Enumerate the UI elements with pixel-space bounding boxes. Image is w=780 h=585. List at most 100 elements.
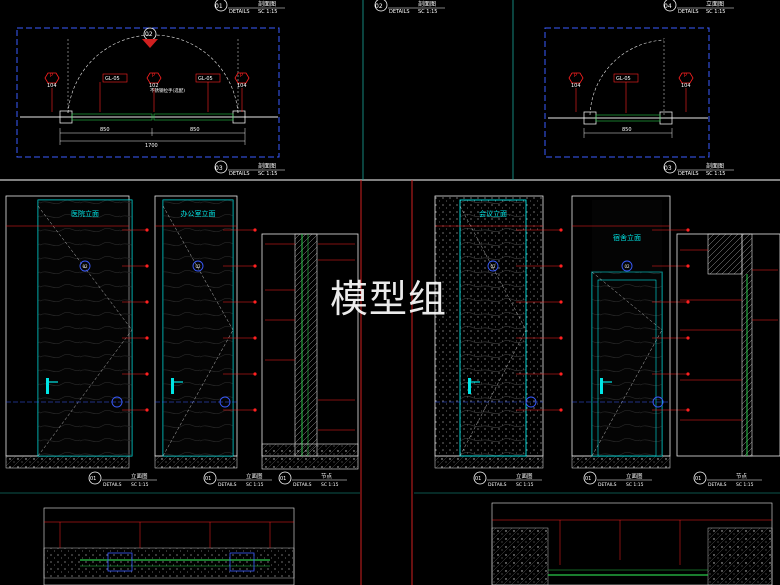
detail-scale: SC 1:15 <box>246 482 264 488</box>
svg-text:104: 104 <box>681 83 691 89</box>
detail-scale: SC 1:15 <box>736 482 754 488</box>
svg-text:102: 102 <box>149 83 159 89</box>
detail-number: 01 <box>585 476 591 482</box>
section-callout <box>192 260 204 272</box>
detail-number: 04 <box>664 3 672 10</box>
detail-title-01: 01 DETAILS SC 1:15 剖面图 <box>214 0 285 15</box>
section-callout <box>487 260 499 272</box>
detail-label: DETAILS <box>218 482 237 488</box>
callout-number: 02 <box>490 264 496 269</box>
svg-text:P: P <box>684 73 687 79</box>
material-tag: P 104 <box>234 72 250 112</box>
svg-text:P: P <box>50 73 53 79</box>
dimension: 1700 <box>145 143 158 149</box>
detail-scale: SC 1:15 <box>516 482 534 488</box>
detail-title-04: 04 DETAILS SC 1:15 立面图 <box>663 0 734 15</box>
svg-text:SC 1:15: SC 1:15 <box>706 171 725 177</box>
material-tag: P 104 <box>44 72 60 112</box>
detail-title: 剖面图 <box>418 0 436 8</box>
dimension: 850 <box>622 127 632 133</box>
detail-label: DETAILS <box>488 482 507 488</box>
elevation-panel: 会议立面 02 <box>434 195 563 469</box>
glass-label: GL-05 <box>616 76 631 82</box>
detail-number: 01 <box>215 3 223 10</box>
detail-scale: SC 1:15 <box>418 9 437 15</box>
door-leaf <box>162 199 234 457</box>
callout-number: 02 <box>195 264 201 269</box>
section-callout <box>621 260 633 272</box>
svg-text:104: 104 <box>571 83 581 89</box>
elevation-title: 会议立面 <box>479 209 507 218</box>
section-leaders <box>265 243 355 431</box>
detail-label: DETAILS <box>708 482 727 488</box>
section-detail-right <box>676 233 780 457</box>
bottom-section-right <box>491 502 773 585</box>
detail-label: DETAILS <box>389 9 410 15</box>
elevation-title: 宿舍立面 <box>613 233 641 242</box>
detail-title-text: 立面图 <box>246 472 263 480</box>
detail-title-text: 节点 <box>736 472 748 480</box>
callout-number: 02 <box>82 264 88 269</box>
detail-number: 01 <box>205 476 211 482</box>
material-tag: P 104 <box>678 72 694 112</box>
detail-number: 01 <box>280 476 286 482</box>
section-leaders <box>680 249 778 421</box>
detail-title-text: 立面图 <box>626 472 643 480</box>
handle-note: 不锈钢拉手(选配) <box>150 87 185 94</box>
detail-scale: SC 1:15 <box>321 482 339 488</box>
detail-scale: SC 1:15 <box>131 482 149 488</box>
detail-title: 立面图 <box>706 0 724 8</box>
bottom-section-left <box>43 507 295 585</box>
detail-title-03: 03 DETAILS SC 1:15 剖面图 <box>214 160 285 177</box>
plan-view-right: P 104 P 104 GL-05 850 03 DETAILS SC 1:15… <box>544 27 734 177</box>
svg-text:剖面图: 剖面图 <box>706 162 724 170</box>
detail-title-text: 立面图 <box>131 472 148 480</box>
svg-text:剖面图: 剖面图 <box>258 162 276 170</box>
detail-number: 02 <box>375 3 383 10</box>
door-leaf <box>591 271 663 457</box>
detail-label: DETAILS <box>229 9 250 15</box>
detail-label: DETAILS <box>293 482 312 488</box>
svg-text:DETAILS: DETAILS <box>229 171 250 177</box>
svg-text:P: P <box>240 73 243 79</box>
material-tag: P 102 <box>146 72 162 112</box>
svg-text:03: 03 <box>664 165 672 172</box>
section-detail-left <box>261 233 359 470</box>
detail-title-02: 02 DETAILS SC 1:15 剖面图 <box>374 0 445 15</box>
svg-text:P: P <box>574 73 577 79</box>
detail-number: 01 <box>695 476 701 482</box>
glass-label: GL-05 <box>198 76 213 82</box>
section-callout <box>79 260 91 272</box>
dimension: 850 <box>100 127 110 133</box>
detail-title-text: 立面图 <box>516 472 533 480</box>
detail-scale: SC 1:15 <box>258 9 277 15</box>
svg-text:104: 104 <box>47 83 57 89</box>
door-leaf <box>37 199 133 457</box>
glass-label: GL-05 <box>105 76 120 82</box>
elevation-title: 办公室立面 <box>181 209 216 218</box>
detail-title-03: 03 DETAILS SC 1:15 剖面图 <box>663 160 734 177</box>
watermark-text: 模型组 <box>330 277 448 321</box>
detail-scale: SC 1:15 <box>706 9 725 15</box>
plan-view-left: 02 P 104 P 102 P 104 GL-05 GL-05 不锈钢拉手(选… <box>16 27 285 177</box>
callout-number: 02 <box>145 31 153 38</box>
svg-text:SC 1:15: SC 1:15 <box>258 171 277 177</box>
detail-number: 01 <box>475 476 481 482</box>
svg-text:03: 03 <box>215 165 223 172</box>
detail-title-text: 节点 <box>321 472 333 480</box>
detail-scale: SC 1:15 <box>626 482 644 488</box>
detail-number: 01 <box>90 476 96 482</box>
dimension: 850 <box>190 127 200 133</box>
material-tag: P 104 <box>568 72 584 112</box>
